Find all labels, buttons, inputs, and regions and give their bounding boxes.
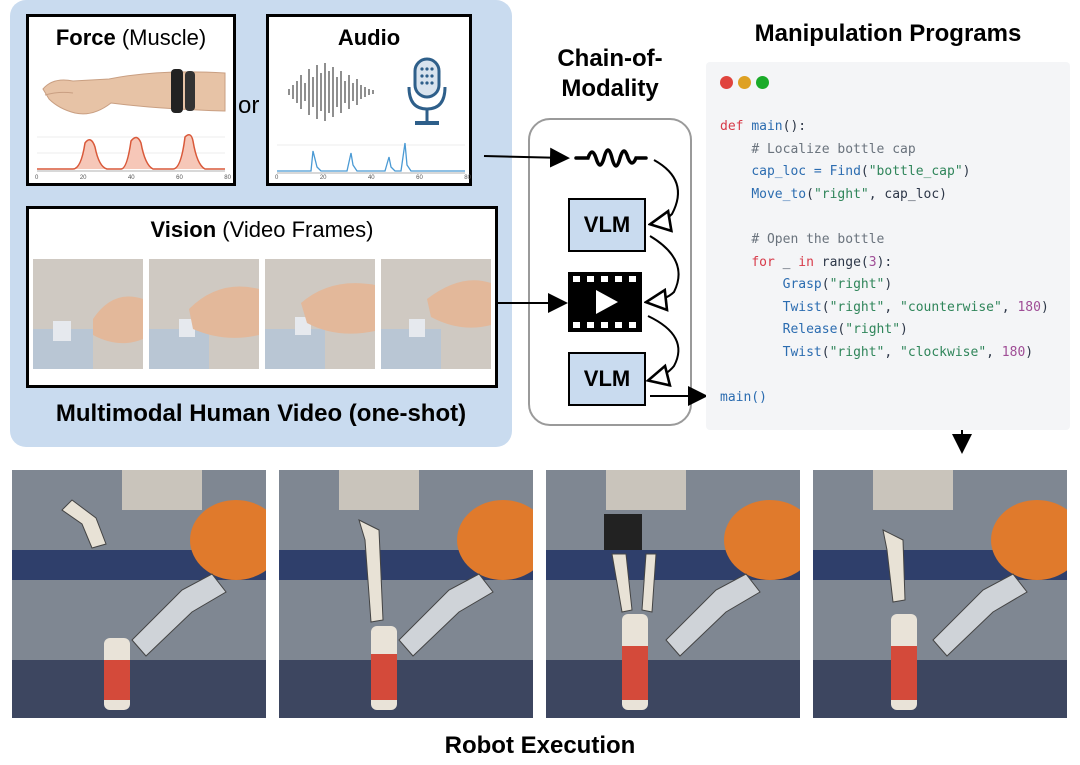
code-line: cap_loc = Find("bottle_cap") (720, 164, 970, 179)
code-line: Twist("right", "counterwise", 180) (720, 300, 1049, 315)
robot-execution-frame-3 (546, 470, 800, 718)
robot-execution-frame-2 (279, 470, 533, 718)
window-maximize-dot (756, 76, 769, 89)
code-line: Release("right") (720, 322, 908, 337)
robot-execution-label: Robot Execution (0, 732, 1080, 760)
manipulation-programs-title: Manipulation Programs (706, 20, 1070, 48)
code-line: Twist("right", "clockwise", 180) (720, 345, 1033, 360)
code-line: def main(): (720, 119, 806, 134)
window-minimize-dot (738, 76, 751, 89)
code-window: def main(): # Localize bottle cap cap_lo… (706, 62, 1070, 430)
code-line: # Localize bottle cap (720, 142, 916, 157)
code-line: for _ in range(3): (720, 255, 892, 270)
code-line: # Open the bottle (720, 232, 884, 247)
robot-execution-frame-1 (12, 470, 266, 718)
code-line: main() (720, 390, 767, 405)
code-line: Grasp("right") (720, 277, 892, 292)
robot-execution-frame-4 (813, 470, 1067, 718)
program-code: def main(): # Localize bottle cap cap_lo… (720, 116, 1049, 410)
code-line: Move_to("right", cap_loc) (720, 187, 947, 202)
window-close-dot (720, 76, 733, 89)
